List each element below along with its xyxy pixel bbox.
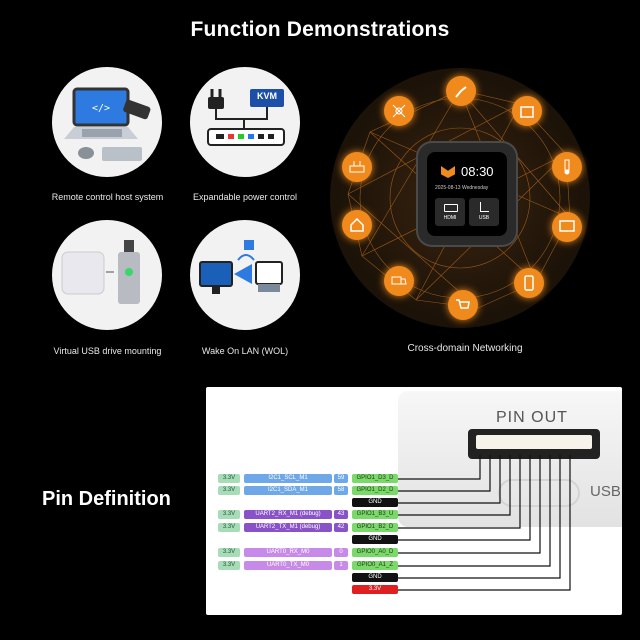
voltage-tag: 3.3V xyxy=(218,486,240,495)
voltage-tag: 3.3V xyxy=(218,510,240,519)
power-kvm-icon xyxy=(207,89,285,146)
hdmi-icon xyxy=(444,204,458,212)
voltage-tag: 3.3V xyxy=(218,474,240,483)
gpio-tag: GPIO1_B3_U xyxy=(352,510,398,519)
function-tag: I2C1_SCL_M1 xyxy=(244,474,332,483)
feature-remote-control: </> xyxy=(52,67,162,177)
monitor-icon xyxy=(552,212,582,242)
gpio-tag: GND xyxy=(352,535,398,544)
feature-label-power: Expandable power control xyxy=(192,192,298,202)
feature-label-remote: Remote control host system xyxy=(51,192,164,202)
feature-label-usb: Virtual USB drive mounting xyxy=(53,346,162,356)
feature-wake-on-lan xyxy=(190,220,300,330)
cart-icon xyxy=(448,290,478,320)
box-icon xyxy=(512,96,542,126)
pin-number-tag: 43 xyxy=(334,510,348,519)
pin-number-tag: 42 xyxy=(334,523,348,532)
router-icon xyxy=(342,152,372,182)
function-tag: UART2_RX_M1 (debug) xyxy=(244,510,332,519)
pin-row: GND xyxy=(206,535,406,545)
hdmi-button[interactable]: HDMI xyxy=(435,198,465,226)
feature-usb-drive xyxy=(52,220,162,330)
usb-button[interactable]: USB xyxy=(469,198,499,226)
connector xyxy=(468,429,600,459)
usb-label: USB xyxy=(478,215,490,221)
drone-icon xyxy=(384,96,414,126)
pin-number-tag: 59 xyxy=(334,474,348,483)
gpio-tag: GPIO1_B2_D xyxy=(352,523,398,532)
page-title: Function Demonstrations xyxy=(190,18,450,41)
function-tag: UART0_RX_M0 xyxy=(244,548,332,557)
gpio-tag: GPIO0_A0_D xyxy=(352,548,398,557)
gpio-tag: GPIO1_D2_D xyxy=(352,486,398,495)
laptop-remote-icon: </> xyxy=(64,87,151,161)
feature-power-control: KVM xyxy=(190,67,300,177)
voltage-tag: 3.3V xyxy=(218,523,240,532)
fox-logo-icon xyxy=(441,166,455,178)
function-tag: I2C1_SDA_M1 xyxy=(244,486,332,495)
pin-row: GND xyxy=(206,573,406,583)
home-icon xyxy=(342,210,372,240)
hdmi-label: HDMI xyxy=(443,215,457,221)
gpio-tag: GND xyxy=(352,573,398,582)
function-tag: UART2_TX_M1 (debug) xyxy=(244,523,332,532)
pin-row: GND xyxy=(206,498,406,508)
pin-wires xyxy=(398,455,571,591)
pin-row: 3.3V xyxy=(206,585,406,595)
function-tag: UART0_TX_M0 xyxy=(244,561,332,570)
device-date: 2025-08-13 Wednesday xyxy=(435,185,489,191)
gpio-tag: GND xyxy=(352,498,398,507)
pin-number-tag: 58 xyxy=(334,486,348,495)
pin-out-label: PIN OUT xyxy=(496,409,568,426)
usb-icon xyxy=(480,202,489,212)
gpio-tag: GPIO0_A1_Z xyxy=(352,561,398,570)
device-screen: 08:30 2025-08-13 Wednesday HDMI USB xyxy=(427,152,507,236)
phone-icon xyxy=(514,268,544,298)
device-time: 08:30 xyxy=(461,164,494,179)
usb-port xyxy=(498,479,580,507)
usb-drive-icon xyxy=(61,240,140,304)
wake-on-lan-icon xyxy=(199,240,283,294)
pin-number-tag: 0 xyxy=(334,548,348,557)
svg-text:</>: </> xyxy=(92,103,110,114)
gpio-tag: 3.3V xyxy=(352,585,398,594)
feature-label-wol: Wake On LAN (WOL) xyxy=(201,346,289,356)
network-label: Cross-domain Networking xyxy=(407,343,523,354)
gpio-tag: GPIO1_D3_D xyxy=(352,474,398,483)
thermometer-icon xyxy=(552,152,582,182)
kvm-label: KVM xyxy=(257,91,277,101)
kvm-device: 08:30 2025-08-13 Wednesday HDMI USB xyxy=(418,143,516,245)
voltage-tag: 3.3V xyxy=(218,561,240,570)
pin-definition-title: Pin Definition xyxy=(42,488,171,510)
voltage-tag: 3.3V xyxy=(218,548,240,557)
pin-row: 3.3V UART2_TX_M1 (debug)42 GPIO1_B2_D xyxy=(206,523,406,533)
robot-arm-icon xyxy=(446,76,476,106)
truck-icon xyxy=(384,266,414,296)
pin-row: 3.3V UART2_RX_M1 (debug)43 GPIO1_B3_U xyxy=(206,510,406,520)
pin-number-tag: 1 xyxy=(334,561,348,570)
usb-port-label: USB xyxy=(590,483,621,500)
